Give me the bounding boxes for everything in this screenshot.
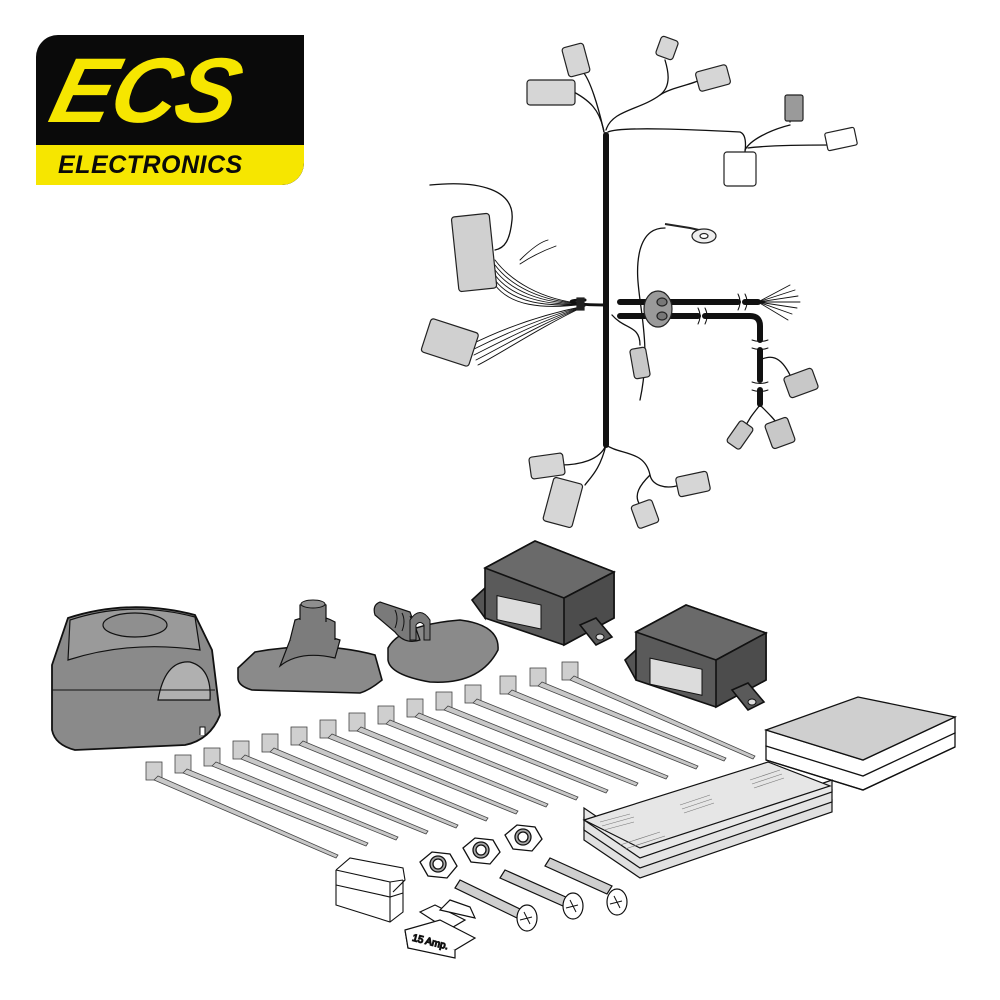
connector (695, 64, 731, 92)
cable-tie (561, 661, 756, 760)
cable-tie (145, 761, 339, 859)
hex-nut (462, 837, 501, 865)
cable-tie (319, 719, 519, 815)
socket-gasket (237, 599, 383, 694)
connector (784, 94, 804, 122)
logo-yellow-band (36, 145, 304, 185)
instruction-manual (763, 696, 958, 791)
harness-clip (576, 297, 585, 311)
fitting-booklets (582, 761, 833, 879)
cable-tie (529, 667, 727, 762)
connector (630, 499, 660, 529)
cable-tie (174, 754, 369, 847)
control-module-1 (470, 540, 616, 647)
cable-grommet (373, 601, 499, 683)
logo-background: ECS ELECTRONICS (36, 35, 304, 185)
connector (764, 416, 796, 450)
control-module-2 (623, 604, 768, 712)
fuse-holder (335, 857, 406, 923)
connector (723, 151, 757, 187)
connector (783, 367, 819, 399)
connector (561, 42, 591, 78)
cable-tie (435, 691, 639, 787)
harness-grommet (643, 290, 673, 328)
connector (824, 126, 858, 152)
connector-12pin (450, 212, 498, 293)
hex-nuts (419, 824, 543, 879)
hex-nut (419, 851, 458, 879)
connector (542, 476, 584, 529)
bolt (454, 879, 538, 932)
bolts (454, 857, 628, 932)
harness-connectors (420, 35, 858, 529)
cable-tie (406, 698, 609, 794)
cable-tie (464, 684, 669, 780)
cable-tie (377, 705, 579, 801)
cable-ties (145, 661, 756, 859)
bolt (544, 857, 628, 916)
bolt (499, 869, 584, 920)
connector (655, 35, 679, 61)
cable-tie (348, 712, 549, 808)
blade-fuse: 15 Amp. (404, 899, 477, 959)
connector (526, 79, 576, 106)
connector-8pin (420, 318, 479, 367)
cable-tie (290, 726, 489, 822)
connector (726, 420, 754, 450)
connector (629, 346, 651, 380)
cable-tie (261, 733, 459, 829)
trailer-socket (51, 606, 221, 751)
hex-nut (504, 824, 543, 852)
logo-subtitle-text: ELECTRONICS (58, 151, 243, 179)
connector (528, 452, 566, 480)
cable-tie (499, 675, 699, 770)
cable-tie (203, 747, 399, 841)
connector (675, 470, 711, 498)
ecs-logo: ECS ELECTRONICS (36, 35, 304, 185)
cable-tie (232, 740, 429, 835)
